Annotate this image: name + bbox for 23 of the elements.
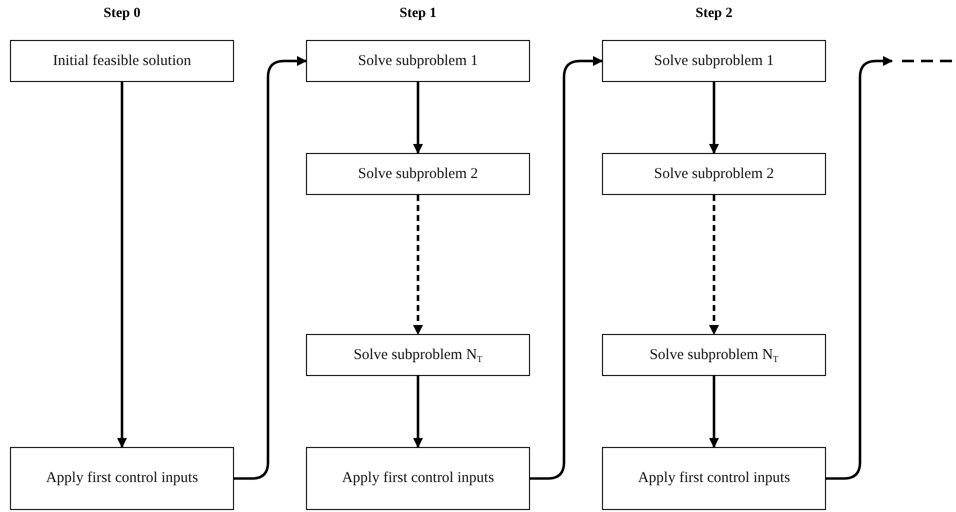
process-box: Apply first control inputs <box>10 447 234 510</box>
process-box: Solve subproblem N$_{T}$ <box>306 334 530 376</box>
process-box: Solve subproblem 2 <box>306 153 530 195</box>
process-box: Apply first control inputs <box>602 447 826 510</box>
process-box: Apply first control inputs <box>306 447 530 510</box>
process-box: Solve subproblem N$_{T}$ <box>602 334 826 376</box>
arrow <box>530 56 603 480</box>
arrow <box>117 82 127 448</box>
arrow <box>709 82 719 154</box>
arrow <box>413 82 423 154</box>
arrow <box>709 376 719 448</box>
process-box: Solve subproblem 1 <box>306 40 530 82</box>
arrow <box>826 56 893 480</box>
step-heading: Step 2 <box>694 6 734 22</box>
arrow <box>413 376 423 448</box>
process-box: Solve subproblem 1 <box>602 40 826 82</box>
process-box: Solve subproblem 2 <box>602 153 826 195</box>
step-heading: Step 1 <box>398 6 438 22</box>
step-heading: Step 0 <box>102 6 142 22</box>
process-box: Initial feasible solution <box>10 40 234 82</box>
arrow <box>709 195 719 335</box>
arrow <box>413 195 423 335</box>
arrow <box>234 56 307 480</box>
